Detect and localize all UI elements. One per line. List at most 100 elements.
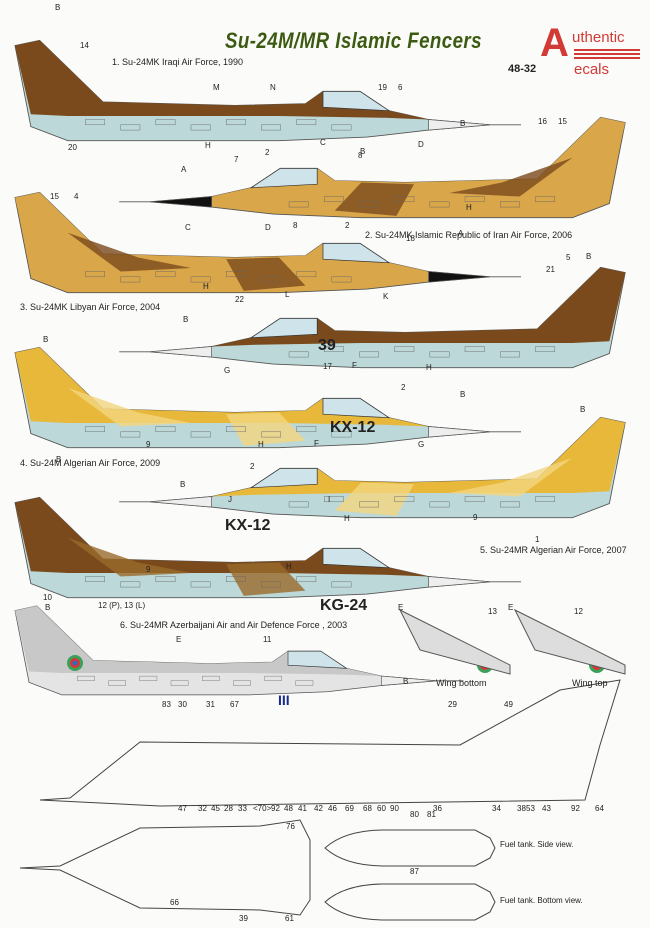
serial-number: III <box>278 692 290 708</box>
callout-label: B <box>56 455 61 464</box>
callout-label: N <box>270 83 276 92</box>
callout-label: 11 <box>263 635 272 644</box>
logo-word-bottom: ecals <box>574 61 610 78</box>
aircraft-profile-algeria-2009 <box>14 346 521 449</box>
callout-label: 8 <box>358 151 363 160</box>
callout-label: H <box>426 363 432 372</box>
callout-label: 48 <box>284 804 293 813</box>
callout-label: M <box>213 83 220 92</box>
callout-label: 39 <box>239 914 248 923</box>
callout-label: B <box>180 480 185 489</box>
callout-label: F <box>314 439 319 448</box>
callout-label: 33 <box>238 804 247 813</box>
callout-label: G <box>418 440 424 449</box>
azerbaijan-roundel <box>67 655 83 671</box>
callout-label: 10 <box>43 593 52 602</box>
callout-label: 31 <box>206 700 215 709</box>
aircraft-profile-algeria-2007 <box>14 496 521 599</box>
callout-label: 92 <box>271 804 280 813</box>
callout-label: 15 <box>50 192 59 201</box>
callout-label: 76 <box>286 822 295 831</box>
authentic-decals-logo: A uthentic ecals 48-32 <box>508 21 645 85</box>
callout-label: 28 <box>224 804 233 813</box>
logo-letter: A <box>540 21 569 65</box>
callout-label: 13 <box>488 607 497 616</box>
callout-label: J <box>228 495 232 504</box>
callout-label: 36 <box>433 804 442 813</box>
callout-label: L <box>285 290 290 299</box>
callout-label: 9 <box>146 565 151 574</box>
callout-label: 9 <box>146 440 151 449</box>
callout-label: 81 <box>427 810 436 819</box>
callout-label: 20 <box>68 143 77 152</box>
callout-label: 42 <box>314 804 323 813</box>
callout-label: 22 <box>235 295 244 304</box>
callout-label: 5 <box>566 253 571 262</box>
callout-label: D <box>265 223 271 232</box>
callout-label: B <box>45 603 50 612</box>
callout-label: 90 <box>390 804 399 813</box>
callout-label: 2 <box>345 221 350 230</box>
callout-label: A <box>181 165 187 174</box>
callout-label: E <box>176 635 181 644</box>
callout-label: 46 <box>328 804 337 813</box>
caption-wing-top: Wing top <box>572 678 608 688</box>
caption-wing-bottom: Wing bottom <box>436 678 487 688</box>
callout-label: K <box>383 292 389 301</box>
callout-label: H <box>286 562 292 571</box>
callout-label: 92 <box>571 804 580 813</box>
callout-label: 60 <box>377 804 386 813</box>
callout-label: D <box>418 140 424 149</box>
callout-label: 64 <box>595 804 604 813</box>
callout-label: H <box>203 282 209 291</box>
callout-label: 8 <box>293 221 298 230</box>
callout-label: 15 <box>558 117 567 126</box>
callout-label: 45 <box>211 804 220 813</box>
callout-label: 49 <box>504 700 513 709</box>
callout-label: B <box>43 335 48 344</box>
callout-label: C <box>185 223 191 232</box>
callout-label: 18 <box>406 234 415 243</box>
caption-azerbaijan: 6. Su-24MR Azerbaijani Air and Air Defen… <box>120 620 348 630</box>
callout-label: 2 <box>401 383 406 392</box>
callout-label: B <box>360 147 365 156</box>
logo-word-top: uthentic <box>572 29 625 46</box>
callout-label: 16 <box>538 117 547 126</box>
callout-label: 9 <box>473 513 478 522</box>
callout-label: 66 <box>170 898 179 907</box>
callout-label: <70> <box>253 804 272 813</box>
callout-label: 21 <box>546 265 555 274</box>
line-drawing-top <box>19 819 311 916</box>
fuel-tank-drawing <box>324 829 496 867</box>
caption-iran: 2. Su-24MK Islamic Republic of Iran Air … <box>365 230 573 240</box>
product-code: 48-32 <box>508 63 537 75</box>
callout-label: B <box>183 315 188 324</box>
callout-label: B <box>460 119 465 128</box>
callout-label: 6 <box>398 83 403 92</box>
callout-label: 83 <box>162 700 171 709</box>
callout-label: 30 <box>178 700 187 709</box>
callout-label: 67 <box>230 700 239 709</box>
serial-number: 39 <box>318 337 336 354</box>
callout-label: C <box>320 138 326 147</box>
callout-label: I <box>328 495 330 504</box>
callout-label: H <box>258 440 264 449</box>
caption-algeria-2007: 5. Su-24MR Algerian Air Force, 2007 <box>480 545 627 555</box>
callout-label: E <box>508 603 513 612</box>
callout-label: H <box>344 514 350 523</box>
callout-label: B <box>460 390 465 399</box>
callout-label: 1 <box>535 535 540 544</box>
callout-label: 68 <box>363 804 372 813</box>
callout-label: 32 <box>198 804 207 813</box>
callout-label: 34 <box>492 804 501 813</box>
callout-label: 19 <box>378 83 387 92</box>
aircraft-profile-iran <box>119 116 626 219</box>
serial-number: KX-12 <box>330 419 375 436</box>
aircraft-profile-algeria-2009-b <box>119 416 626 519</box>
line-drawing-side <box>39 679 621 807</box>
aircraft-profile-libya <box>14 191 521 294</box>
fuel-tank-drawing <box>324 883 496 921</box>
callout-label: 14 <box>80 41 89 50</box>
